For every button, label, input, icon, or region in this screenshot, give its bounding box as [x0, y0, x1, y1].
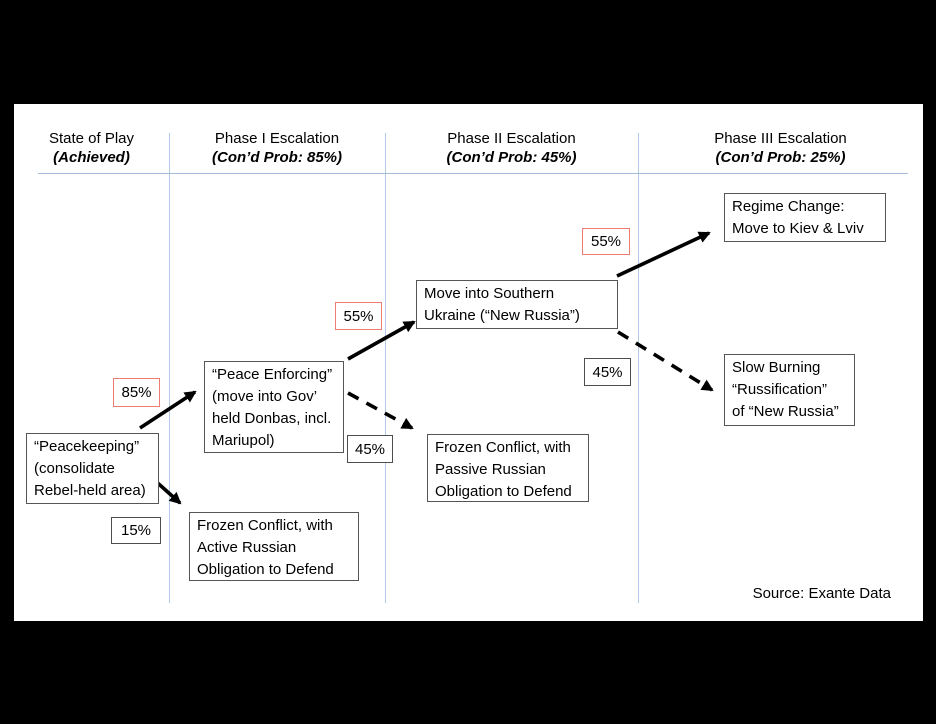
probability-label-45-phase2: 45%	[584, 358, 631, 386]
column-header-phase-3: Phase III Escalation (Con’d Prob: 25%)	[638, 129, 923, 167]
arrow-peace-enforcing-to-move-southern	[347, 320, 416, 361]
node-line: Slow Burning	[732, 359, 821, 376]
diagram-panel: State of Play (Achieved) Phase I Escalat…	[14, 104, 923, 621]
column-header-phase-2: Phase II Escalation (Con’d Prob: 45%)	[385, 129, 638, 167]
node-line: “Peacekeeping”	[34, 438, 140, 455]
column-title: State of Play	[48, 130, 135, 147]
column-divider-2	[385, 133, 386, 603]
node-peace-enforcing: “Peace Enforcing” (move into Gov’ held D…	[204, 361, 344, 453]
node-line: Active Russian	[197, 539, 297, 556]
column-title: Phase II Escalation	[447, 130, 576, 147]
edge-arrows	[139, 231, 714, 505]
node-frozen-conflict-active: Frozen Conflict, with Active Russian Obl…	[189, 512, 359, 581]
column-subtitle: (Con’d Prob: 45%)	[446, 149, 577, 166]
column-subtitle: (Con’d Prob: 85%)	[212, 149, 342, 166]
probability-label-55-phase1: 55%	[335, 302, 382, 330]
node-line: Ukraine (“New Russia”)	[424, 307, 580, 324]
node-line: Passive Russian	[435, 461, 546, 478]
node-line: Rebel-held area)	[34, 482, 146, 499]
probability-label-15: 15%	[111, 517, 161, 544]
node-move-southern-ukraine: Move into Southern Ukraine (“New Russia”…	[416, 280, 618, 329]
arrow-move-southern-to-regime-change	[616, 231, 711, 278]
column-subtitle: (Achieved)	[53, 149, 130, 166]
column-title: Phase I Escalation	[214, 130, 340, 147]
node-line: of “New Russia”	[732, 403, 839, 420]
node-line: Frozen Conflict, with	[197, 517, 333, 534]
column-divider-3	[638, 133, 639, 603]
column-header-phase-1: Phase I Escalation (Con’d Prob: 85%)	[169, 129, 385, 167]
arrow-peacekeeping-to-peace-enforcing	[139, 390, 197, 430]
node-line: Obligation to Defend	[435, 483, 572, 500]
node-line: “Russification”	[732, 381, 828, 398]
node-line: Obligation to Defend	[197, 561, 334, 578]
node-line: Move to Kiev & Lviv	[732, 220, 864, 237]
node-regime-change: Regime Change: Move to Kiev & Lviv	[724, 193, 886, 242]
node-line: Regime Change:	[732, 198, 845, 215]
node-line: Frozen Conflict, with	[435, 439, 571, 456]
node-line: “Peace Enforcing”	[212, 366, 333, 383]
probability-label-45-phase1: 45%	[347, 435, 393, 463]
node-line: Move into Southern	[424, 285, 555, 302]
source-credit: Source: Exante Data	[752, 585, 891, 602]
probability-label-55-phase2: 55%	[582, 228, 630, 255]
node-line: (consolidate	[34, 460, 115, 477]
column-divider-1	[169, 133, 170, 603]
node-frozen-conflict-passive: Frozen Conflict, with Passive Russian Ob…	[427, 434, 589, 502]
node-line: Mariupol)	[212, 432, 275, 449]
header-underline	[38, 173, 908, 174]
column-title: Phase III Escalation	[714, 130, 847, 147]
node-line: (move into Gov’	[212, 388, 318, 405]
node-slow-burning-russification: Slow Burning “Russification” of “New Rus…	[724, 354, 855, 426]
column-header-state-of-play: State of Play (Achieved)	[14, 129, 169, 167]
arrow-peace-enforcing-to-frozen-passive	[347, 391, 414, 430]
arrow-move-southern-to-slow-burning	[617, 330, 714, 392]
column-subtitle: (Con’d Prob: 25%)	[715, 149, 846, 166]
node-line: held Donbas, incl.	[212, 410, 332, 427]
node-peacekeeping: “Peacekeeping” (consolidate Rebel-held a…	[26, 433, 159, 504]
probability-label-85: 85%	[113, 378, 160, 407]
